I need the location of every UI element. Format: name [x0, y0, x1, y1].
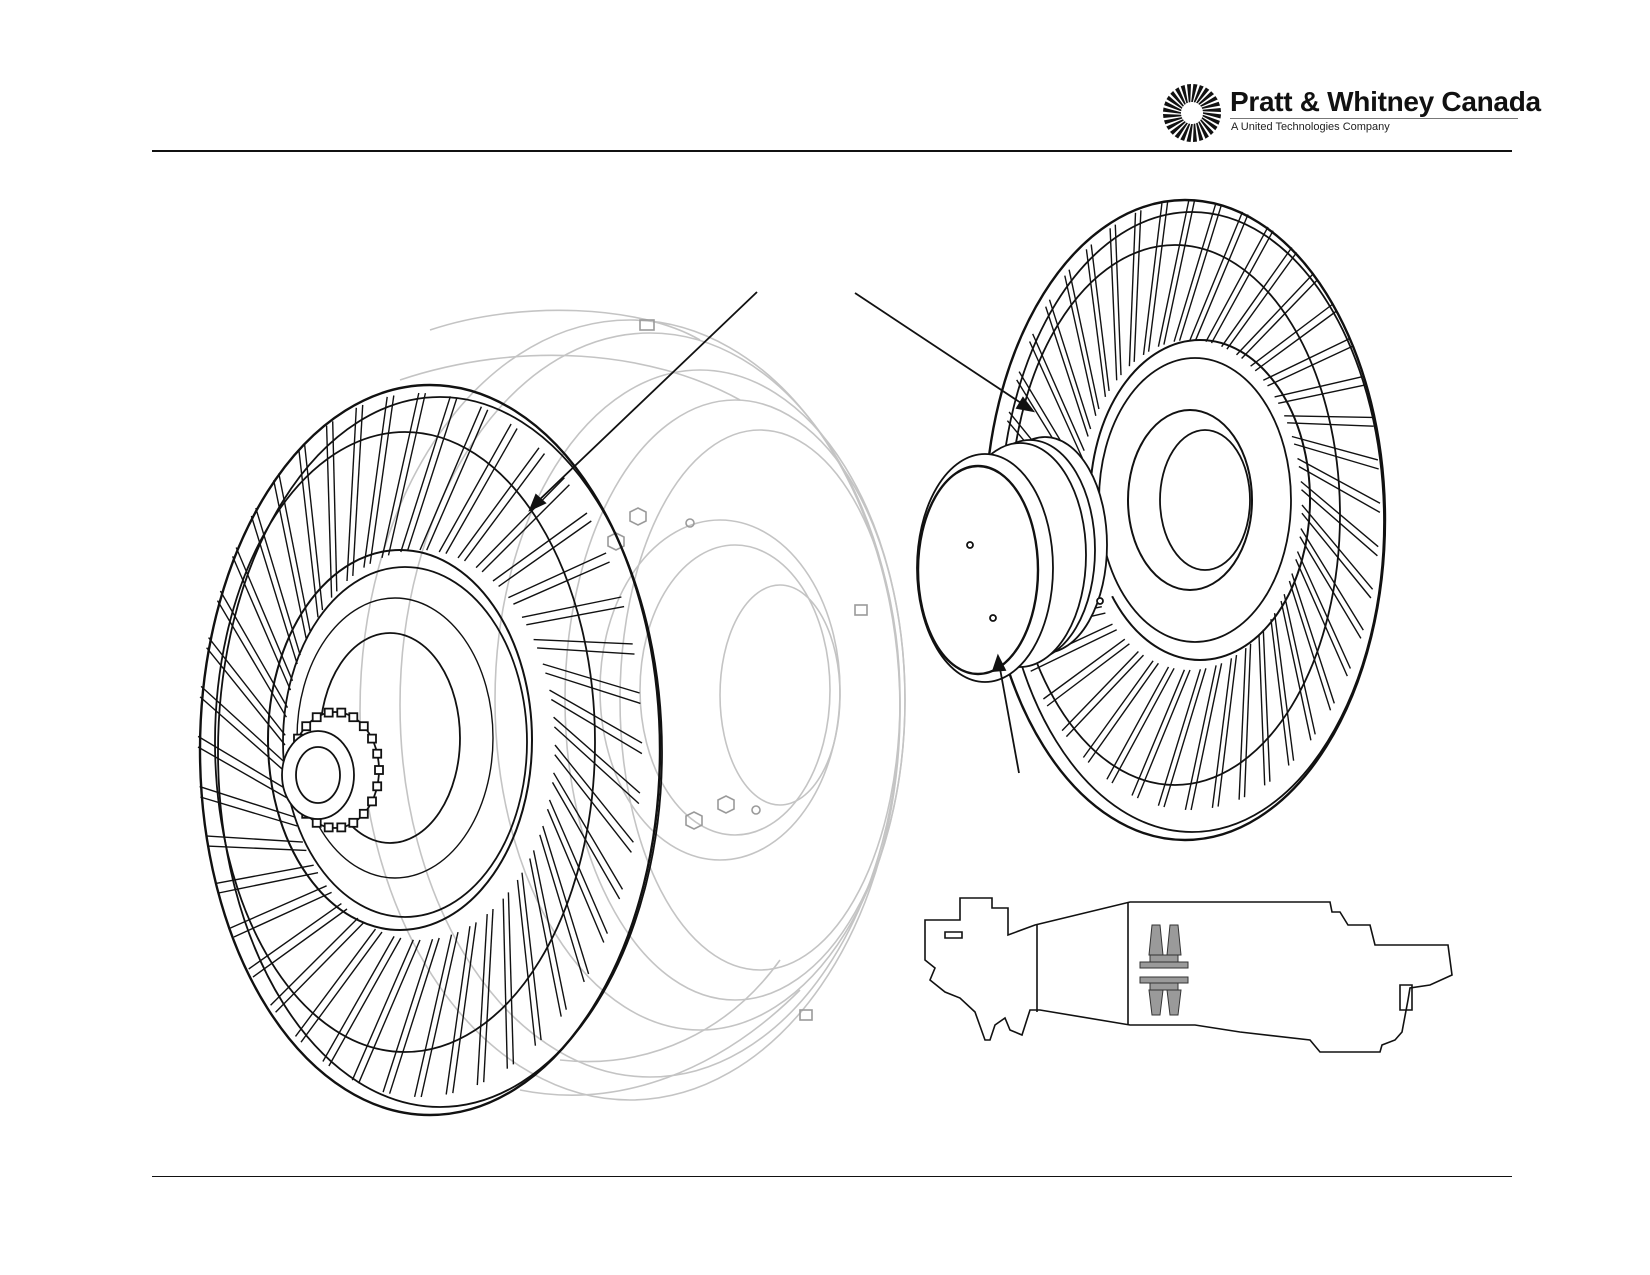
- left-hub-spline: [281, 707, 384, 833]
- brand-rule: [1230, 118, 1518, 119]
- left-turbine-disk: [197, 383, 663, 1117]
- leader-lines: [528, 291, 1036, 774]
- engine-locator-inset: [924, 897, 1453, 1053]
- brand-name: Pratt & Whitney Canada: [1230, 86, 1541, 117]
- brand-tagline: A United Technologies Company: [1231, 121, 1390, 133]
- seal-ring: [916, 436, 1115, 683]
- footer-rule: [152, 1176, 1512, 1177]
- brand-logo: [1162, 83, 1222, 143]
- inset-turbine-highlight: [1139, 924, 1189, 1016]
- ghost-bolts: [607, 319, 868, 1021]
- header-rule: [152, 150, 1512, 152]
- ghost-housing: [359, 309, 906, 1101]
- starburst-icon: [1163, 84, 1221, 142]
